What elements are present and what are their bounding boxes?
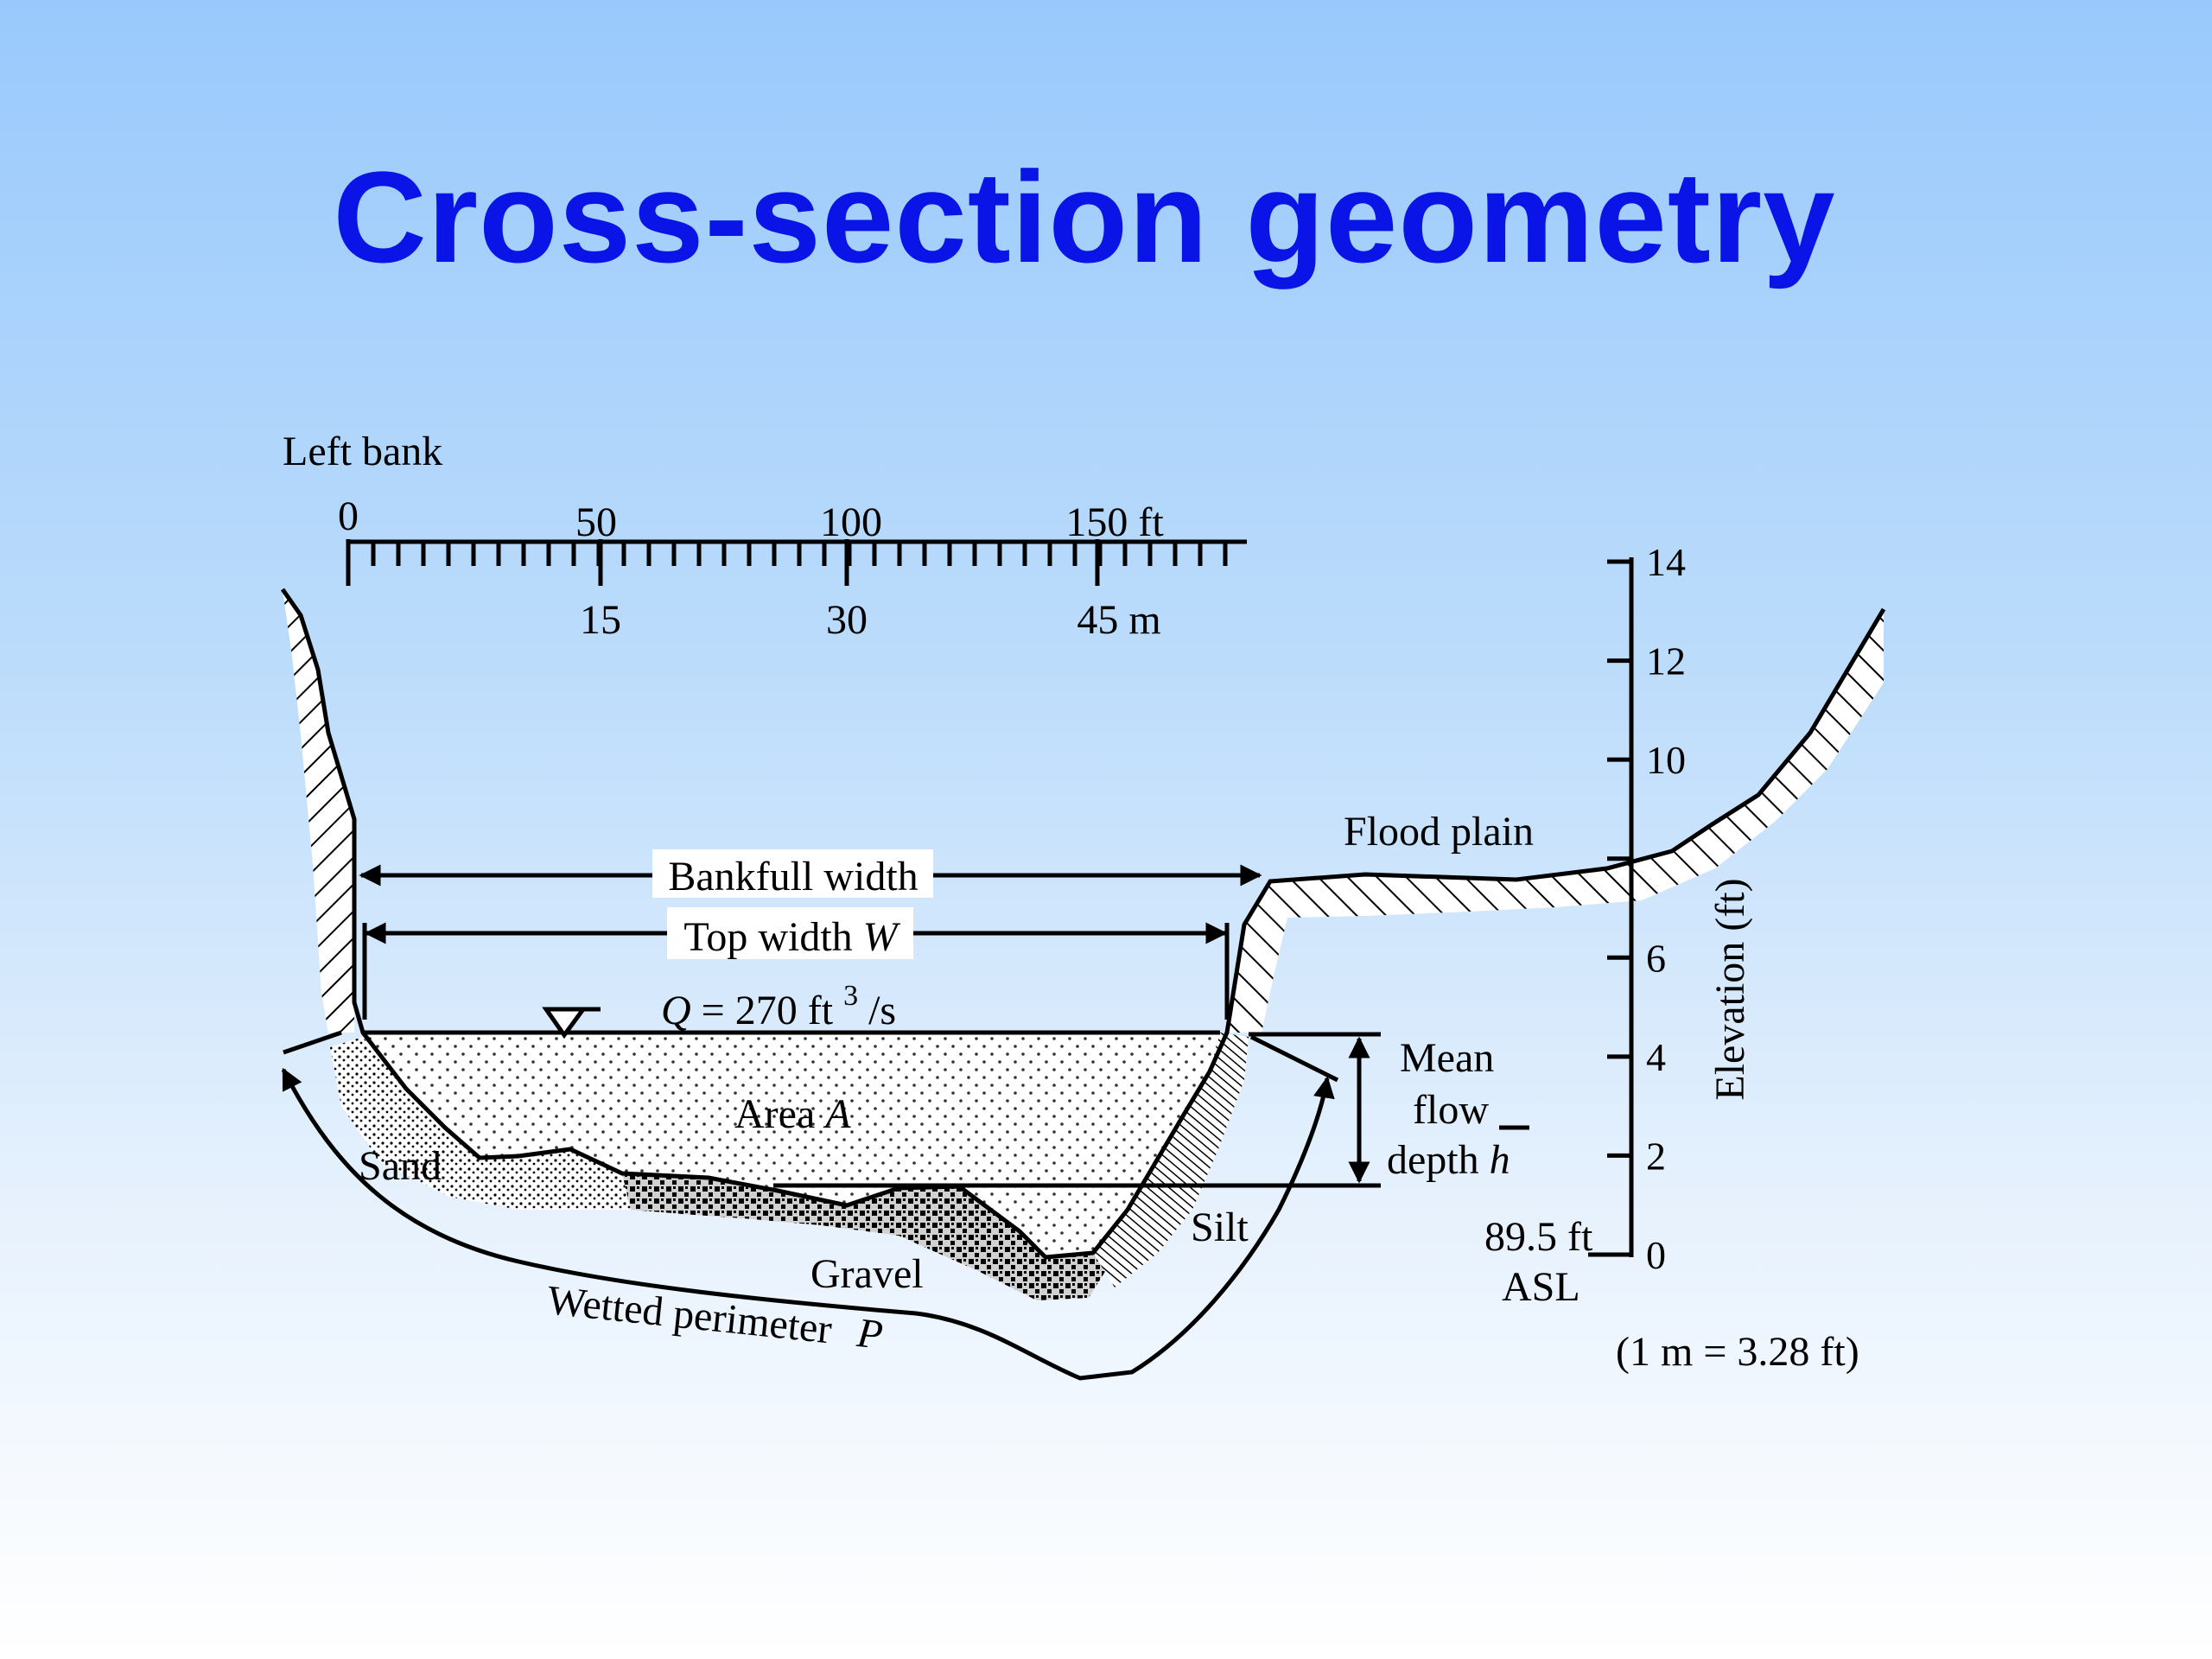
elevation-axis: 14 12 10 6 4 2 0 Elevation (ft): [1588, 540, 1753, 1277]
m-tick-15: 15: [580, 597, 621, 643]
elevation-tick-label: 6: [1646, 936, 1666, 980]
datum-elevation: 89.5 ft: [1484, 1214, 1593, 1260]
area-symbol: A: [823, 1091, 851, 1137]
discharge-text: Q = 270 ft 3 /s: [661, 969, 896, 1033]
depth-symbol: h: [1490, 1137, 1510, 1183]
elevation-axis-label: Elevation (ft): [1707, 878, 1753, 1100]
discharge-exponent: 3: [843, 980, 858, 1012]
conversion-note: (1 m = 3.28 ft): [1616, 1329, 1859, 1375]
left-bank-hatch: [283, 589, 354, 1033]
elevation-tick-label: 0: [1646, 1233, 1666, 1277]
discharge-value: = 270 ft: [702, 988, 834, 1033]
top-width-label: Top width: [683, 914, 852, 960]
flow-label: flow: [1413, 1087, 1489, 1133]
slide-title: Cross-section geometry: [333, 144, 1836, 289]
elevation-tick-label: 2: [1646, 1134, 1666, 1178]
top-width-text: Top width W: [683, 914, 900, 960]
gravel-layer: [622, 1173, 1106, 1300]
depth-text: depth h: [1387, 1137, 1510, 1183]
elevation-tick-label: 4: [1646, 1035, 1666, 1079]
bankfull-width-arrow: Bankfull width: [359, 849, 1262, 899]
ft-tick-0: 0: [338, 493, 359, 539]
ft-tick-50: 50: [575, 499, 617, 545]
sand-label: Sand: [359, 1143, 442, 1189]
elevation-ticks: 14 12 10 6 4 2 0: [1607, 540, 1686, 1277]
mean-label: Mean: [1400, 1035, 1494, 1081]
top-width-symbol: W: [863, 914, 901, 960]
wetted-right-tick: [1249, 1034, 1339, 1083]
left-bank-label: Left bank: [283, 429, 442, 474]
area-text: Area A: [734, 1091, 851, 1137]
distance-scale: 0 50 100 150 ft 15 30 45 m: [338, 493, 1247, 643]
scale-minor-ticks: [371, 542, 1228, 566]
area-label: Area: [734, 1091, 815, 1137]
top-width-arrow: Top width W: [362, 907, 1230, 1020]
channel-area: [363, 1033, 1220, 1257]
gravel-label: Gravel: [810, 1251, 924, 1297]
discharge-symbol: Q: [661, 988, 691, 1033]
silt-label: Silt: [1191, 1205, 1249, 1250]
discharge-unit: /s: [868, 988, 896, 1033]
ft-tick-100: 100: [820, 499, 882, 545]
m-tick-45: 45 m: [1077, 597, 1160, 643]
wetted-left-tick: [283, 1030, 342, 1055]
wetted-perimeter-symbol: P: [855, 1310, 886, 1358]
elevation-tick-label: 14: [1646, 540, 1686, 584]
m-tick-30: 30: [826, 597, 868, 643]
flood-plain-label: Flood plain: [1344, 809, 1534, 855]
water-level-marker: [542, 1007, 601, 1039]
bankfull-width-label: Bankfull width: [668, 854, 918, 899]
elevation-tick-label: 12: [1646, 639, 1686, 683]
depth-label: depth: [1387, 1137, 1479, 1183]
datum-asl: ASL: [1502, 1264, 1580, 1310]
elevation-tick-label: 10: [1646, 738, 1686, 782]
flood-plain-hatch: [1227, 609, 1884, 1033]
ft-tick-150: 150 ft: [1065, 499, 1164, 545]
wetted-perimeter-curve: [281, 1067, 1335, 1381]
sand-layer: [330, 1037, 631, 1210]
